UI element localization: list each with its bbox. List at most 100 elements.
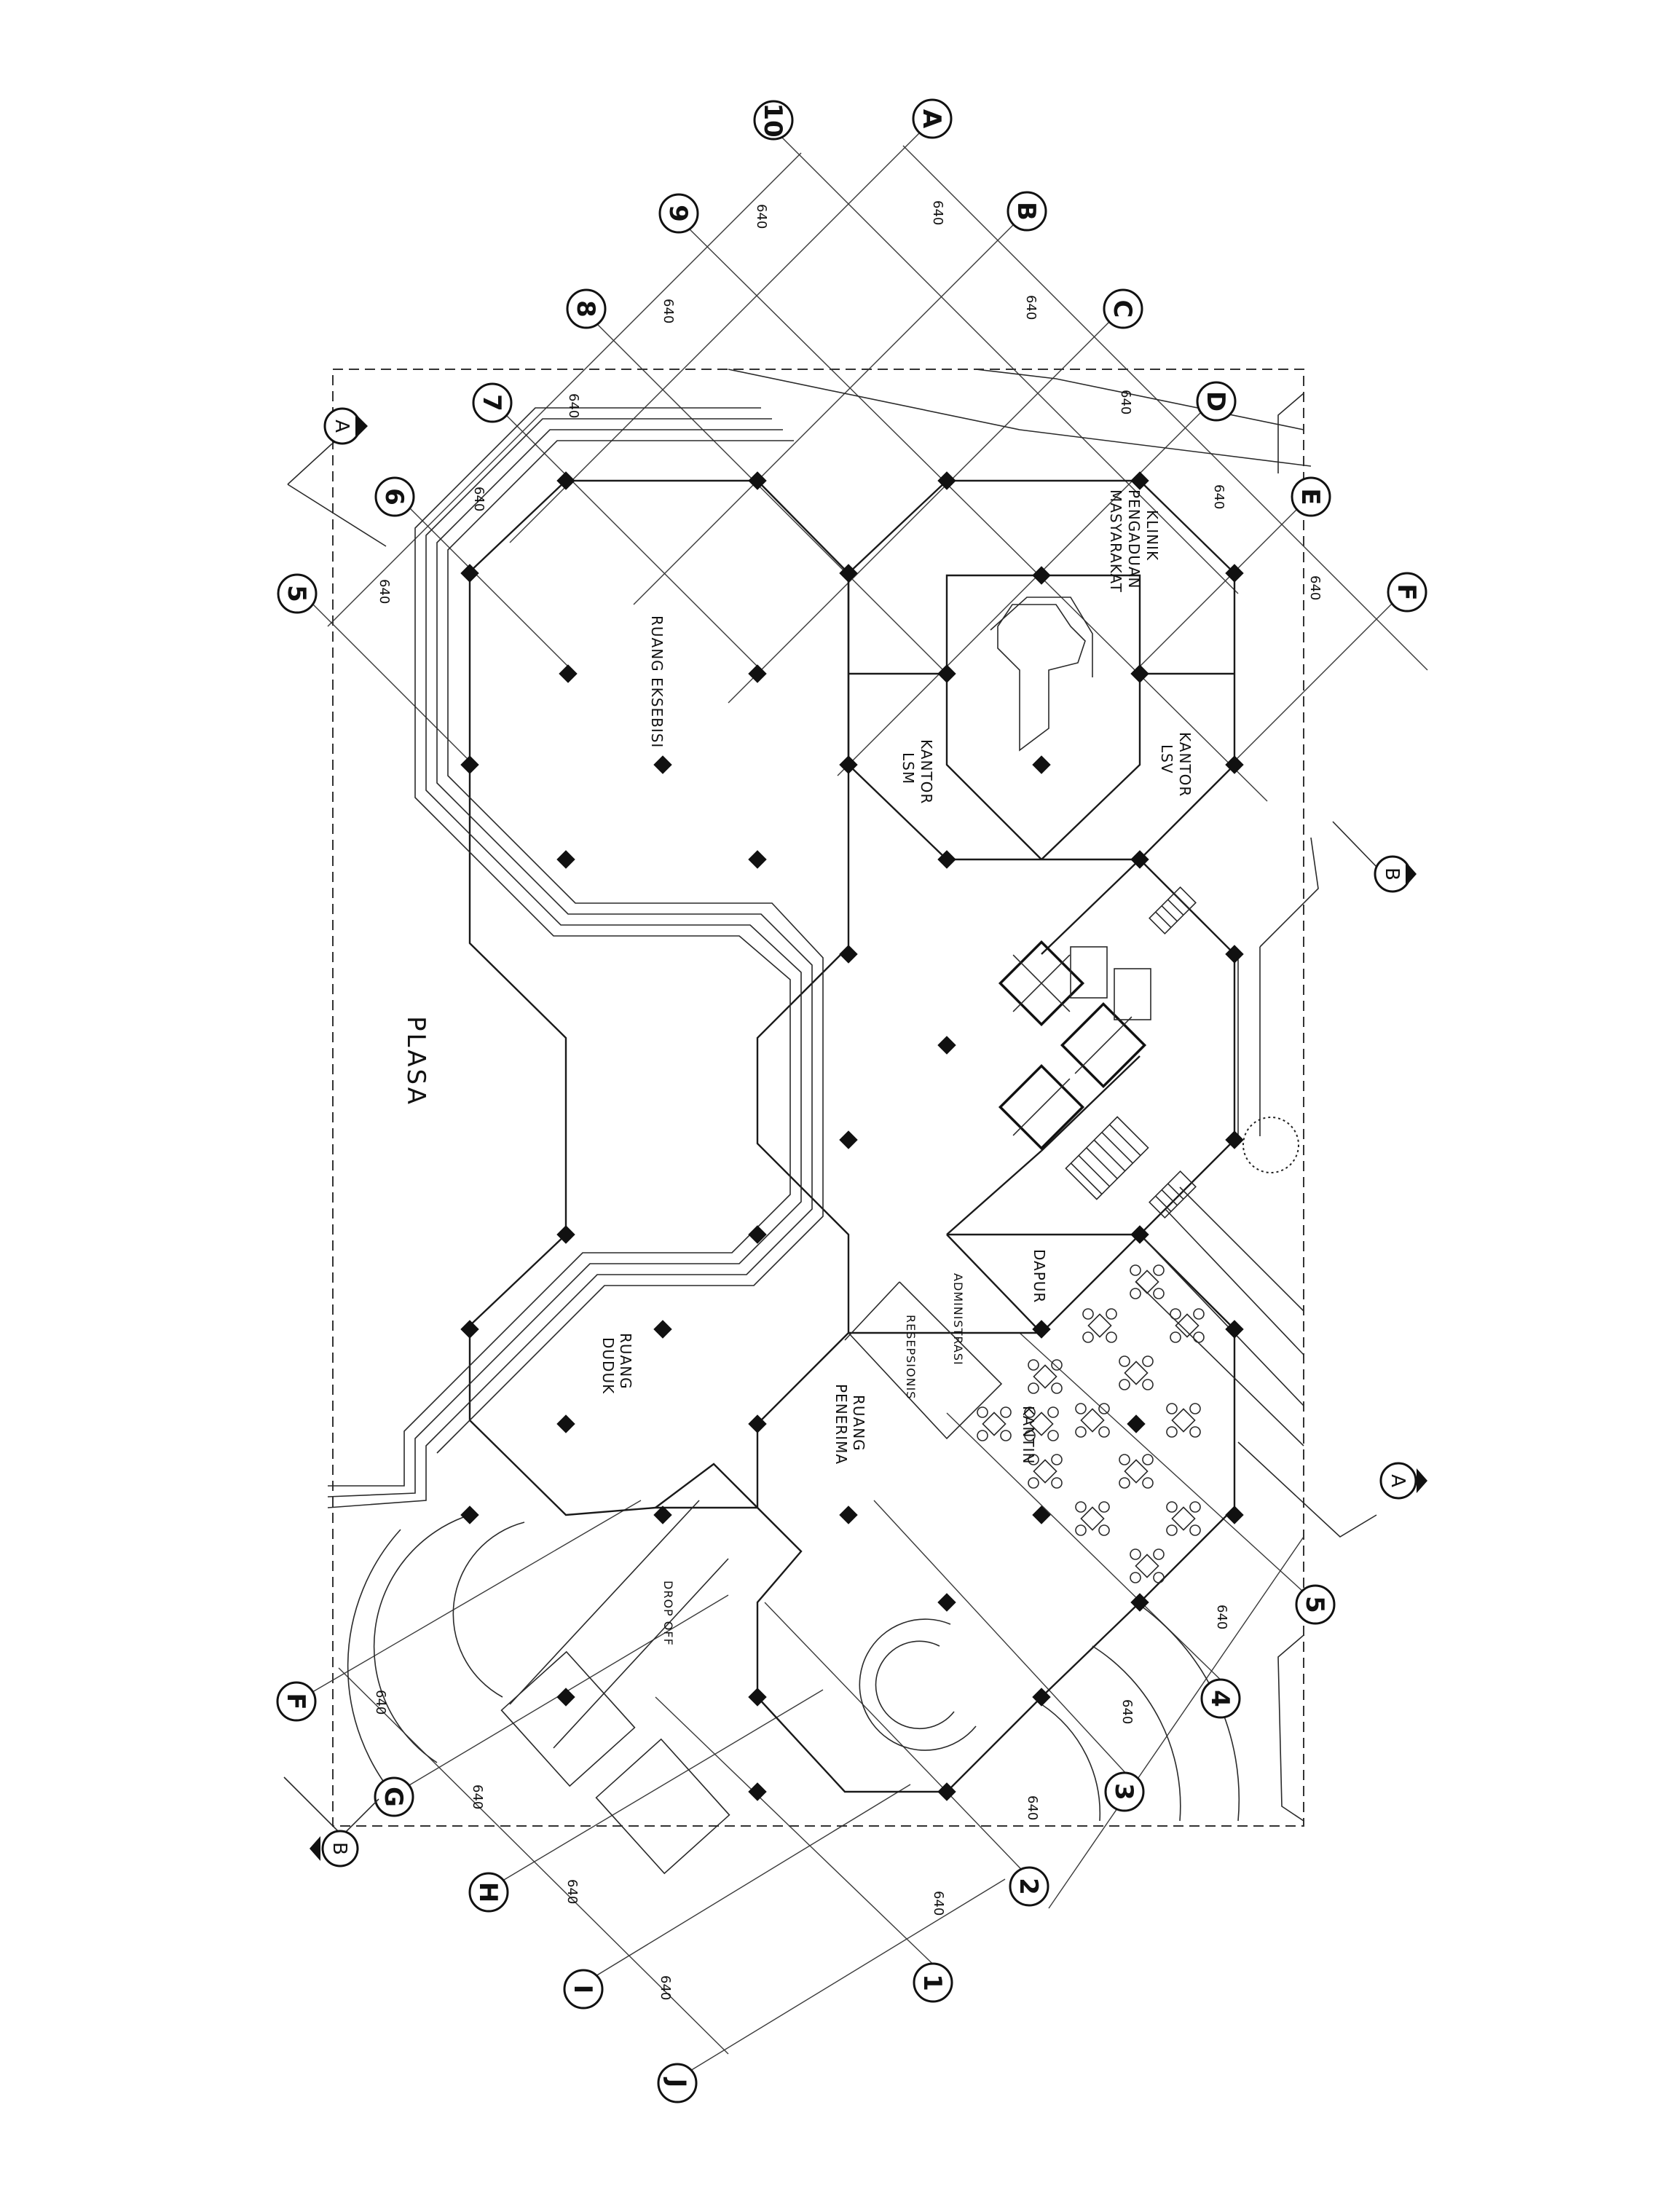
grid-label: 10 bbox=[758, 103, 787, 137]
canteen-table bbox=[1075, 1403, 1110, 1438]
canteen-table bbox=[1082, 1308, 1117, 1343]
dimension-label: 640 bbox=[564, 1879, 580, 1904]
section-label: A bbox=[331, 420, 352, 433]
tree-symbol bbox=[1242, 1117, 1299, 1173]
column-marker bbox=[839, 1506, 858, 1524]
column-marker bbox=[1225, 1506, 1244, 1524]
room-label-duduk: DUDUK bbox=[599, 1337, 617, 1394]
dimension-label: 640 bbox=[658, 1975, 673, 2000]
grid-label: 2 bbox=[1014, 1878, 1043, 1895]
column-marker bbox=[748, 850, 767, 869]
grid-label: A bbox=[917, 109, 946, 129]
room-label-plasa: PLASA bbox=[401, 1016, 430, 1106]
dimension-label: 640 bbox=[931, 1891, 946, 1916]
dimension-label: 640 bbox=[754, 204, 769, 229]
grid-bubble-col-A: A bbox=[912, 98, 953, 139]
site-boundary bbox=[332, 369, 1304, 1827]
room-label-lsm: LSM bbox=[899, 752, 917, 784]
dimension-label: 640 bbox=[930, 200, 945, 225]
section-marker-b-bottom: B bbox=[283, 1776, 379, 1867]
grid-bubble-row-10: 10 bbox=[753, 100, 794, 141]
room-labels: RUANG EKSEBISI PLASA KLINIK PENGADUAN MA… bbox=[401, 489, 1194, 1646]
section-markers: A A B B bbox=[283, 407, 1427, 1867]
dimension-labels: 640 640 640 640 640 640 640 640 640 640 … bbox=[373, 200, 1323, 2000]
grid-label: C bbox=[1108, 300, 1137, 318]
grid-label: 5 bbox=[282, 585, 311, 602]
grid-bubble-col-J: J bbox=[657, 2063, 698, 2103]
column-marker bbox=[1032, 566, 1051, 585]
grid-bubble-row-8: 8 bbox=[566, 288, 607, 329]
section-label: B bbox=[328, 1842, 350, 1855]
room-label-klinik: KLINIK bbox=[1143, 510, 1161, 561]
grid-bubble-row-9: 9 bbox=[658, 193, 699, 234]
building-walls bbox=[327, 369, 1319, 1875]
grid-bubble-row-3: 3 bbox=[1104, 1771, 1145, 1812]
canteen-table bbox=[1166, 1501, 1201, 1536]
column-marker bbox=[839, 945, 858, 964]
grid-label: F bbox=[1392, 583, 1421, 600]
room-label-klinik-pengaduan: PENGADUAN bbox=[1125, 489, 1143, 589]
dimension-label: 640 bbox=[1214, 1605, 1229, 1629]
dimension-label: 640 bbox=[377, 579, 392, 604]
column-marker bbox=[1032, 1320, 1051, 1339]
column-marker bbox=[460, 755, 479, 774]
section-marker-a-bottom: A bbox=[1237, 1441, 1427, 1538]
section-label: B bbox=[1381, 867, 1403, 881]
column-marker bbox=[1127, 1414, 1146, 1433]
room-label-resepsionis: RESEPSIONIS bbox=[904, 1315, 918, 1399]
structural-columns bbox=[460, 471, 1244, 1801]
canteen-table bbox=[1028, 1359, 1063, 1394]
column-marker bbox=[556, 471, 575, 490]
grid-bubble-row-6: 6 bbox=[374, 476, 415, 517]
column-marker bbox=[937, 1593, 956, 1612]
column-marker bbox=[748, 1782, 767, 1801]
grid-label: E bbox=[1296, 488, 1325, 505]
column-marker bbox=[556, 850, 575, 869]
grid-label: D bbox=[1201, 391, 1230, 412]
grid-bubble-col-C: C bbox=[1103, 288, 1143, 329]
grid-bubble-row-4: 4 bbox=[1200, 1678, 1241, 1719]
column-marker bbox=[1032, 1506, 1051, 1524]
grid-label: 6 bbox=[379, 488, 409, 505]
grid-label: 9 bbox=[663, 205, 693, 222]
room-label-klinik-masyarakat: MASYARAKAT bbox=[1107, 489, 1124, 593]
dimension-label: 640 bbox=[1023, 295, 1039, 320]
room-label-kantor-lsv: KANTOR bbox=[1176, 732, 1194, 797]
grid-label: H bbox=[473, 1882, 503, 1902]
grid-label: B bbox=[1012, 202, 1041, 221]
column-marker bbox=[460, 564, 479, 583]
column-marker bbox=[1130, 664, 1149, 683]
grid-bubble-col-G: G bbox=[374, 1776, 414, 1817]
canteen-table bbox=[1170, 1308, 1205, 1343]
room-label-drop-off: DROP OFF bbox=[661, 1581, 675, 1646]
room-label-penerima: PENERIMA bbox=[832, 1384, 850, 1465]
canteen-table bbox=[1166, 1403, 1201, 1438]
canteen-tables bbox=[977, 1264, 1205, 1583]
room-label-lsv: LSV bbox=[1158, 744, 1175, 774]
canteen-table bbox=[1119, 1355, 1154, 1390]
grid-label: J bbox=[662, 2077, 691, 2088]
room-label-kantor-lsm: KANTOR bbox=[918, 739, 935, 804]
grid-bubble-col-I: I bbox=[563, 1969, 604, 2010]
section-marker-a-top: A bbox=[287, 407, 387, 547]
grid-label: 8 bbox=[571, 300, 600, 318]
grid-bubble-row-1: 1 bbox=[913, 1962, 953, 2003]
dimension-label: 640 bbox=[470, 1784, 485, 1809]
grid-label: 4 bbox=[1205, 1690, 1234, 1707]
grid-bubble-row-5-bottom: 5 bbox=[1295, 1584, 1336, 1625]
grid-label: 1 bbox=[918, 1974, 947, 1991]
column-marker bbox=[937, 1036, 956, 1055]
dimension-label: 640 bbox=[1211, 484, 1226, 509]
dimension-label: 640 bbox=[1025, 1795, 1040, 1820]
column-marker bbox=[839, 1130, 858, 1149]
dimension-label: 640 bbox=[661, 299, 676, 323]
grid-label: F bbox=[281, 1693, 310, 1709]
canteen-table bbox=[1075, 1501, 1110, 1536]
room-label-ruang-eksebisi: RUANG EKSEBISI bbox=[648, 615, 666, 748]
dimension-label: 640 bbox=[1307, 575, 1323, 600]
dimension-label: 640 bbox=[373, 1690, 388, 1715]
column-marker bbox=[556, 1688, 575, 1707]
column-marker bbox=[1032, 755, 1051, 774]
dimension-label: 640 bbox=[471, 487, 487, 511]
grid-bubble-col-F-bottom: F bbox=[276, 1681, 317, 1722]
